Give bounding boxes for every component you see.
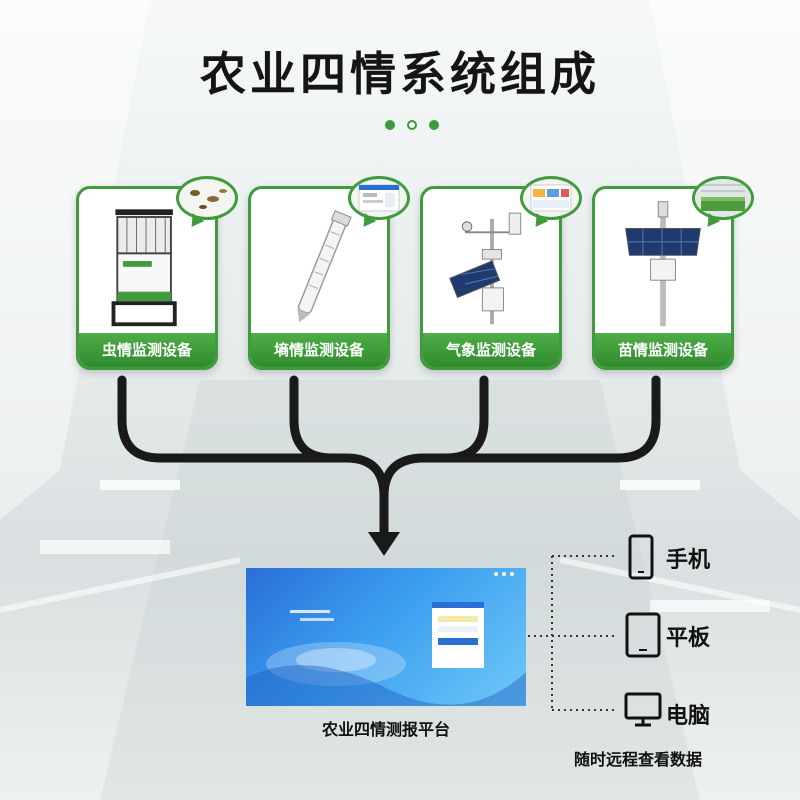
greenhouse-photo-bubble	[692, 176, 754, 220]
platform-screenshot	[246, 568, 526, 706]
access-label: 平板	[666, 626, 711, 651]
device-card-weather: 气象监测设备	[420, 186, 562, 370]
device-label: 气象监测设备	[423, 333, 559, 367]
phone-icon	[628, 534, 654, 580]
soil-software-bubble	[348, 176, 410, 220]
page-title: 农业四情系统组成	[200, 47, 600, 101]
title-dots-decoration	[385, 118, 445, 132]
insect-photo-bubble	[176, 176, 238, 220]
weather-station-icon	[449, 212, 522, 325]
device-label: 虫情监测设备	[79, 333, 215, 367]
device-label: 墒情监测设备	[251, 333, 387, 367]
arrow-down-icon	[368, 532, 400, 556]
access-label: 电脑	[666, 704, 711, 729]
access-label: 手机	[666, 548, 711, 573]
device-label: 苗情监测设备	[595, 333, 731, 367]
insect-trap-icon	[111, 209, 177, 327]
device-card-seedling: 苗情监测设备	[592, 186, 734, 370]
soil-probe-icon	[297, 210, 352, 323]
camera-pole-icon	[625, 201, 701, 327]
monitor-icon	[624, 692, 662, 727]
platform-label: 农业四情测报平台	[321, 720, 450, 739]
dot-icon	[429, 120, 439, 130]
weather-software-bubble	[520, 176, 582, 220]
dot-icon	[407, 120, 417, 130]
dot-icon	[385, 120, 395, 130]
tablet-icon	[625, 612, 661, 658]
access-caption: 随时远程查看数据	[574, 750, 703, 769]
